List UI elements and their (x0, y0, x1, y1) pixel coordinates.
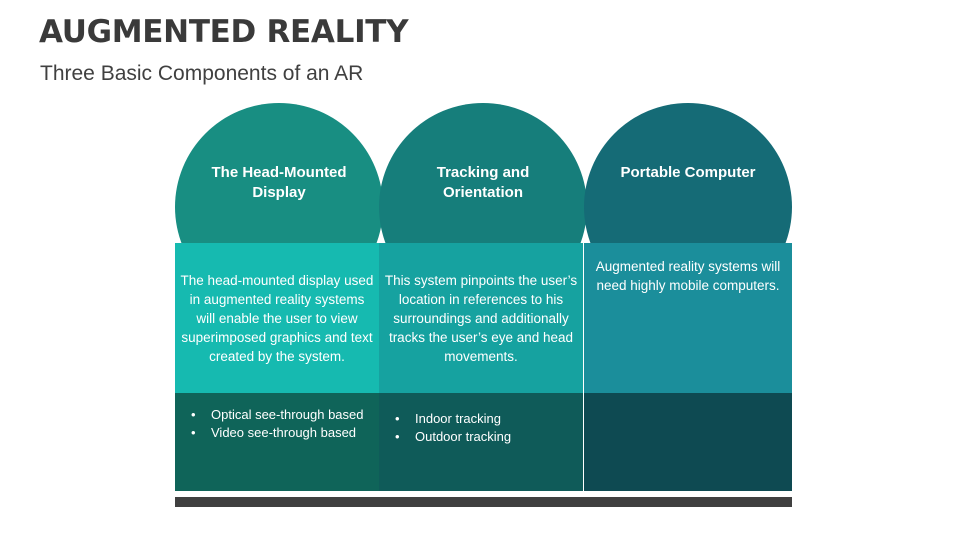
component-description-1: The head-mounted display used in augment… (180, 272, 374, 364)
list-item: •Video see-through based (191, 425, 357, 440)
bullet-icon: • (395, 411, 400, 426)
component-title-3: Portable Computer (620, 164, 756, 181)
list-item: •Outdoor tracking (395, 429, 512, 444)
list-item: •Indoor tracking (395, 411, 501, 426)
bullet-list-1: •Optical see-through based •Video see-th… (189, 406, 364, 442)
component-description-3: Augmented reality systems will need high… (595, 259, 781, 293)
page-subtitle: Three Basic Components of an AR (40, 62, 364, 85)
component-description-2: This system pinpoints the user’s locatio… (384, 272, 578, 364)
page-title: AUGMENTED REALITY (39, 14, 409, 50)
bullet-icon: • (395, 429, 400, 444)
bullet-icon: • (191, 407, 196, 422)
component-description-panel-3: Augmented reality systems will need high… (584, 243, 792, 393)
component-bullets-panel-3 (584, 393, 792, 491)
component-bullets-panel-2: •Indoor tracking •Outdoor tracking (379, 393, 583, 491)
component-bullets-panel-1: •Optical see-through based •Video see-th… (175, 393, 379, 491)
bullet-list-2: •Indoor tracking •Outdoor tracking (393, 410, 568, 446)
component-description-panel-1: The head-mounted display used in augment… (175, 243, 379, 393)
list-item: •Optical see-through based (191, 407, 364, 422)
component-title-2: Tracking and Orientation (436, 164, 530, 201)
component-title-1: The Head-Mounted Display (211, 164, 347, 201)
component-description-panel-2: This system pinpoints the user’s locatio… (379, 243, 583, 393)
base-bar (175, 497, 792, 507)
bullet-icon: • (191, 425, 196, 440)
